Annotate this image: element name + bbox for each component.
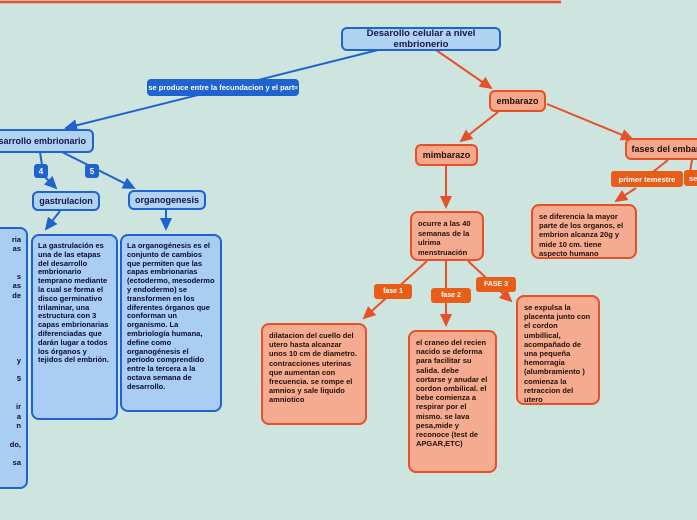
connector-desarrollo-badge4 [39, 151, 43, 166]
topic-gastrulacion[interactable]: gastrulacion [32, 191, 100, 211]
topic-organogenesis[interactable]: organogenesis [128, 190, 206, 210]
label-fase-2[interactable]: fase 2 [431, 288, 471, 303]
edge-label-fecundacion[interactable]: se produce entre la fecundacion y el par… [147, 79, 299, 96]
note-organogenesis[interactable]: La organogénesis es el conjunto de cambi… [120, 234, 222, 412]
topic-mimbarazo[interactable]: mimbarazo [415, 144, 478, 166]
note-expulsion-placenta[interactable]: se expulsa la placenta junto con el cord… [516, 295, 600, 405]
topic-embarazo[interactable]: embarazo [489, 90, 546, 112]
badge-5[interactable]: 5 [85, 164, 99, 178]
label-fase-1[interactable]: fase 1 [374, 284, 412, 299]
connector-embarazo-fases [546, 103, 634, 141]
connector-primer-diferencia [614, 187, 637, 203]
connector-gastrulacion-note [44, 210, 61, 231]
badge-4[interactable]: 4 [34, 164, 48, 178]
note-craneo-recien-nacido[interactable]: el craneo del recien nacido se deforma p… [408, 330, 497, 473]
edge-label-subscript: o [294, 84, 298, 91]
connector-root-embarazo [435, 49, 493, 90]
label-primer-trimestre[interactable]: primer temestre [611, 171, 683, 187]
topic-desarrollo-embrionario[interactable]: desarrollo embrionario [0, 129, 94, 153]
note-gastrulacion[interactable]: La gastrulación es una de las etapas del… [31, 234, 118, 420]
note-dilatacion[interactable]: dilatacion del cuello del utero hasta al… [261, 323, 367, 425]
note-se-diferencia[interactable]: se diferencia la mayor parte de los orga… [531, 204, 637, 259]
root-topic[interactable]: Desarollo celular a nivel embrionerio [341, 27, 501, 51]
connector-badge4-gastrulacion [43, 175, 58, 190]
note-clipped-left[interactable]: ria as s as de y 5 ir a n do, sa [0, 227, 28, 489]
label-segundo-trimestre[interactable]: segundo [684, 170, 697, 186]
label-fase-3[interactable]: FASE 3 [476, 277, 516, 292]
note-ocurre-40-semanas[interactable]: ocurre a las 40 semanas de la ulrima men… [410, 211, 484, 261]
topic-fases-del-embarazo[interactable]: fases del embarazo [625, 138, 697, 160]
edge-label-text: se produce entre la fecundacion y el par… [148, 83, 295, 92]
connector-embarazo-mimbarazo [459, 111, 499, 143]
